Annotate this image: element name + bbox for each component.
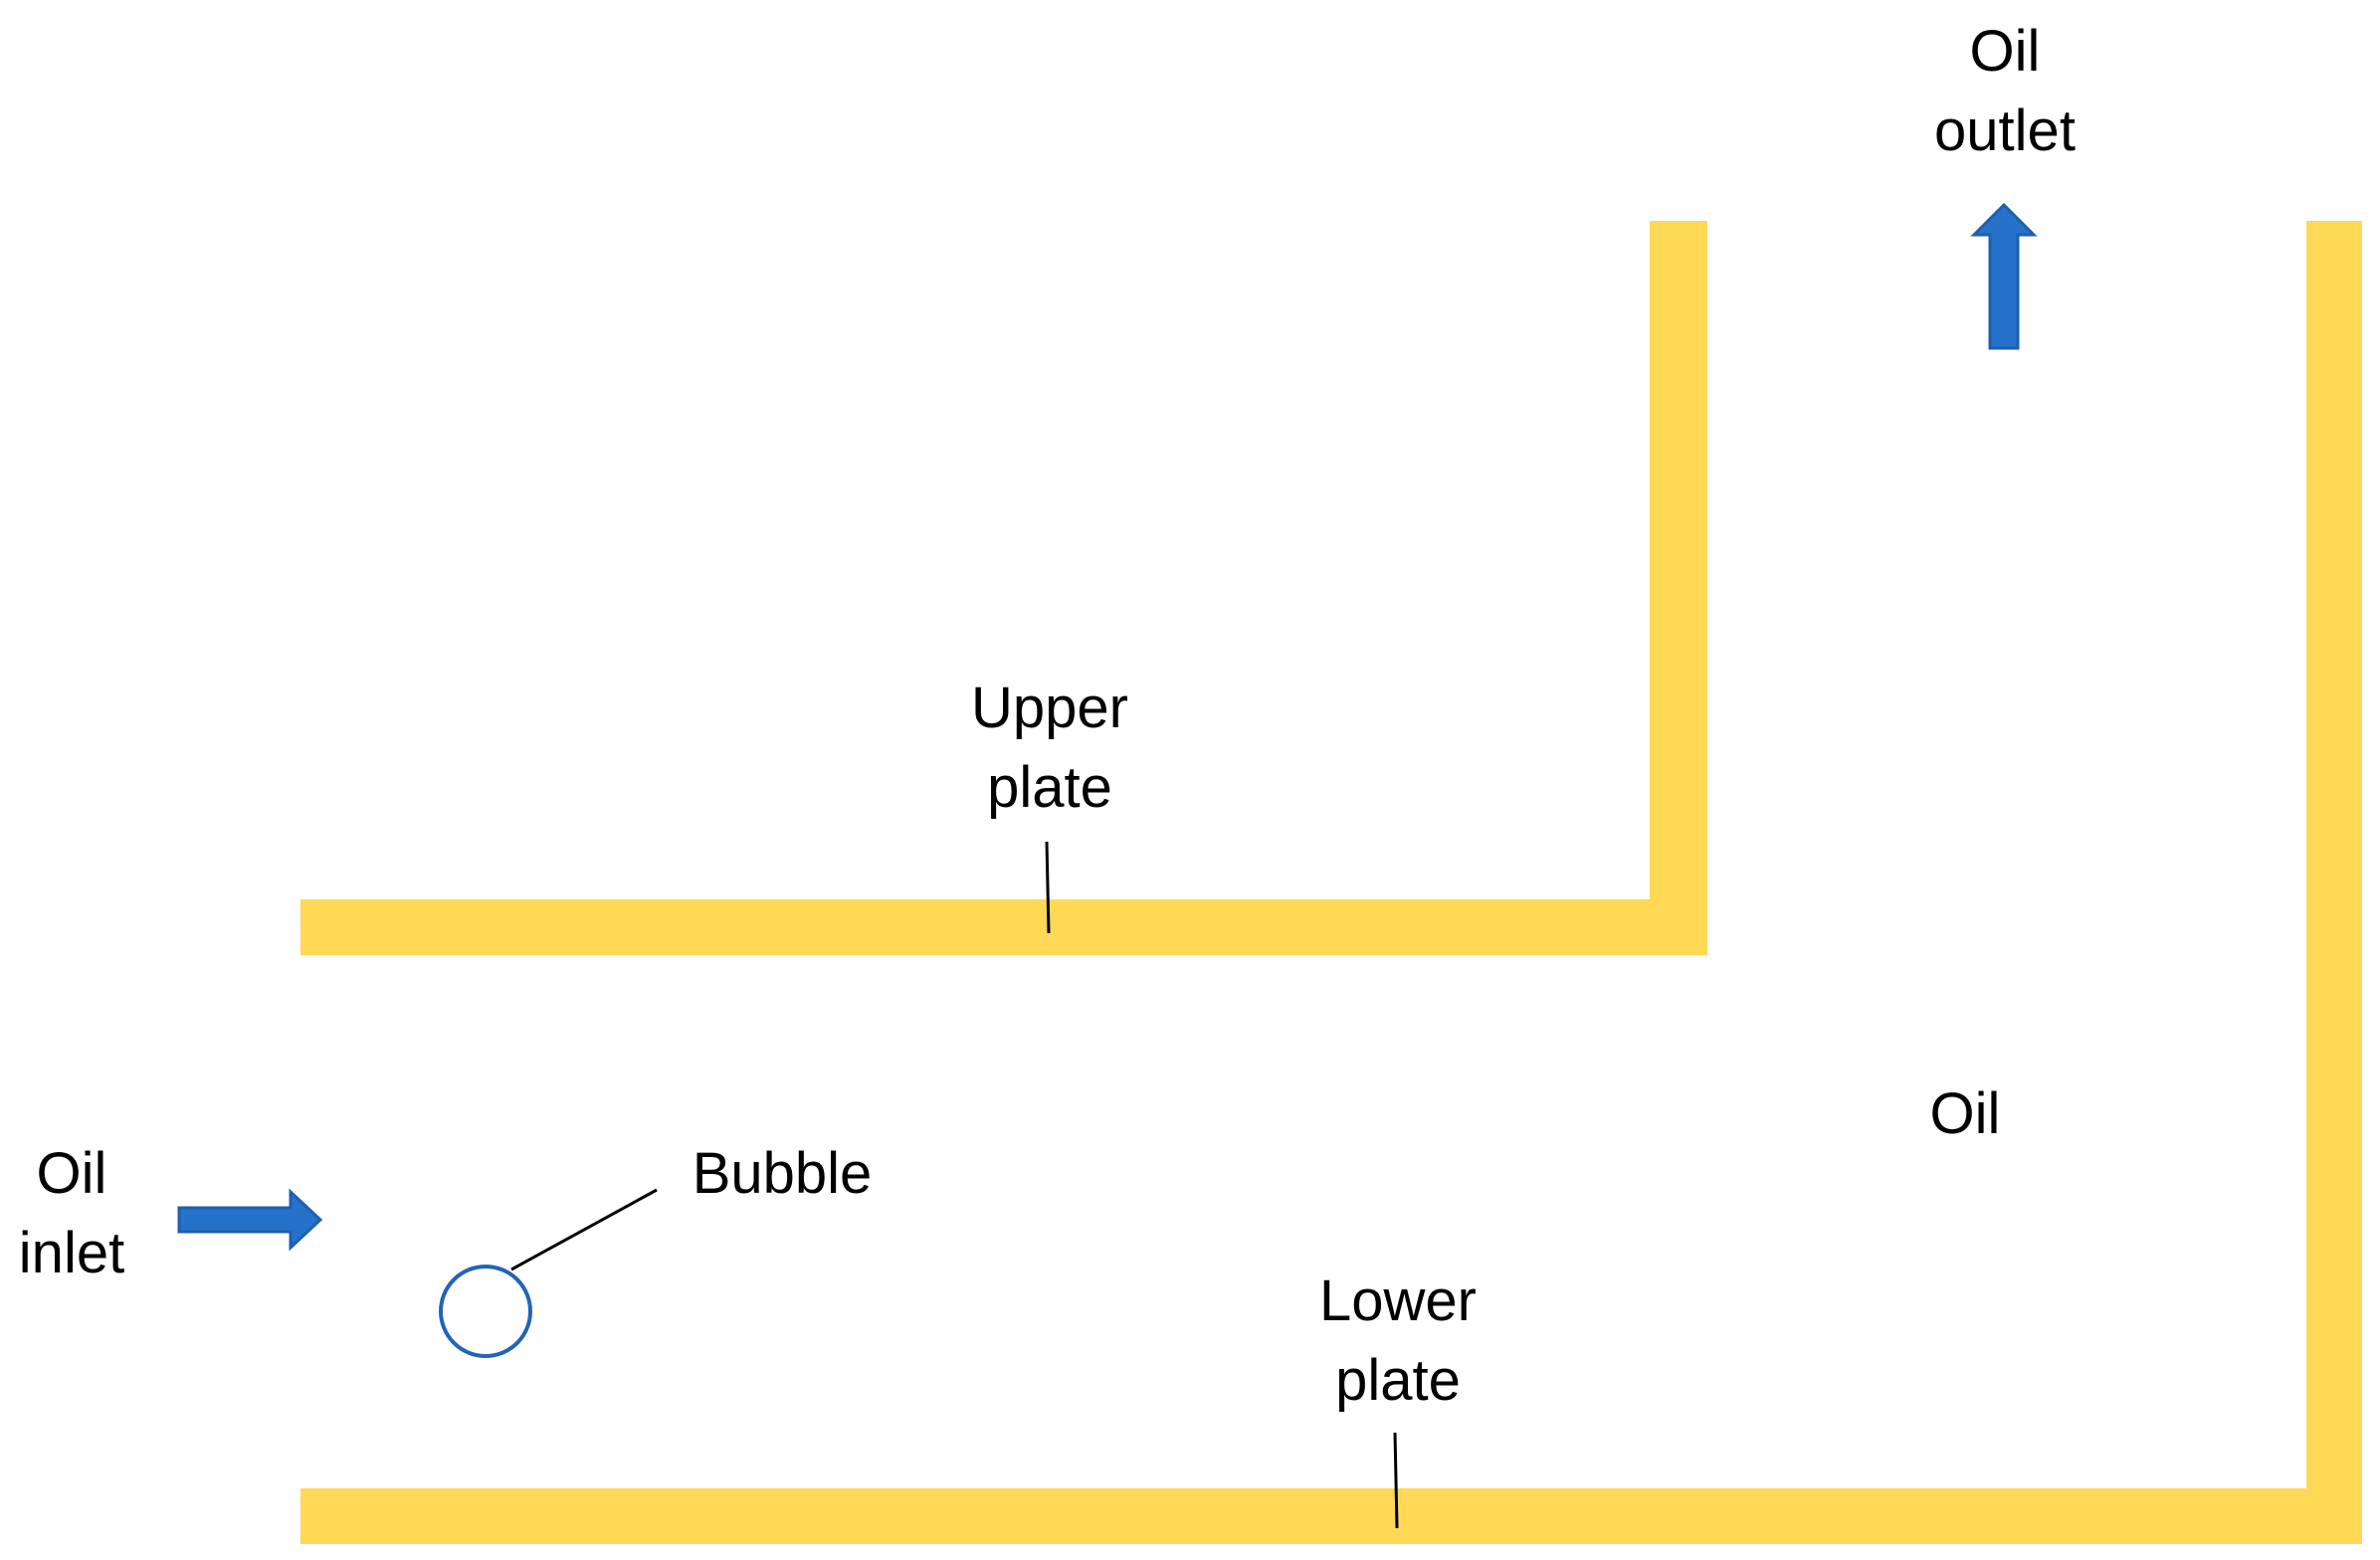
oil-outlet-label-line2: outlet (1934, 98, 2076, 163)
upper-plate-label-line1: Upper (971, 676, 1128, 740)
lower-plate-label-line1: Lower (1319, 1268, 1477, 1333)
lower-plate-horizontal (300, 1488, 2362, 1544)
oil-inlet-label: Oil inlet (0, 1134, 143, 1293)
lower-plate-leader-line (1393, 1432, 1399, 1529)
bubble-leader-line (510, 1188, 658, 1271)
oil-label-text: Oil (1929, 1081, 2001, 1146)
arrow-up-icon (1970, 202, 2038, 350)
oil-inlet-label-line1: Oil (36, 1141, 107, 1206)
upper-plate-horizontal (300, 899, 1707, 955)
bubble-label-text: Bubble (692, 1141, 873, 1206)
upper-plate-label-line2: plate (987, 755, 1112, 820)
upper-plate-vertical (1650, 221, 1707, 955)
bubble-circle (439, 1265, 532, 1358)
lower-plate-label-line2: plate (1335, 1348, 1461, 1413)
oil-outlet-label-line1: Oil (1969, 19, 2041, 84)
bubble-label: Bubble (673, 1134, 892, 1214)
arrow-right-icon (177, 1188, 323, 1252)
right-wall (2306, 221, 2362, 1544)
oil-inlet-label-line2: inlet (18, 1221, 125, 1285)
lower-plate-label: Lower plate (1284, 1262, 1512, 1421)
upper-plate-leader-line (1045, 841, 1051, 934)
upper-plate-label: Upper plate (935, 669, 1164, 828)
oil-outlet-label: Oil outlet (1890, 12, 2119, 171)
oil-label: Oil (1871, 1074, 2060, 1154)
